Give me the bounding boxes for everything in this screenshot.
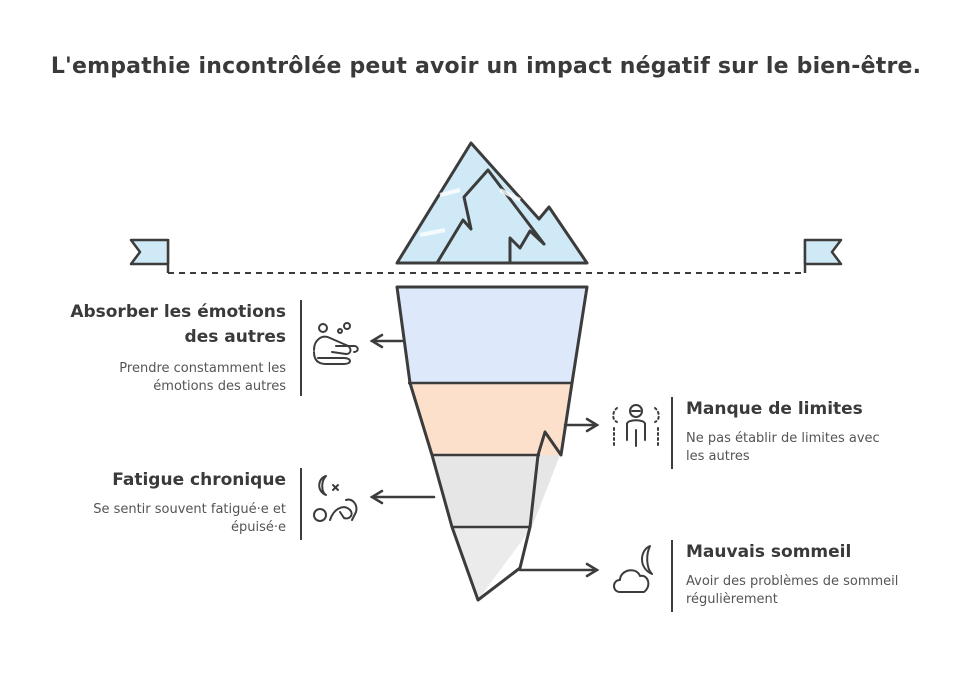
item-2-divider — [671, 397, 673, 469]
item-description-cont: épuisé·e — [230, 520, 286, 535]
cloud-moon-icon — [613, 545, 653, 593]
arrow-3 — [369, 489, 436, 505]
iceberg-tip — [395, 141, 589, 265]
right-flag-icon — [803, 238, 843, 273]
page-title: L'empathie incontrôlée peut avoir un imp… — [50, 54, 922, 79]
item-description-cont: émotions des autres — [153, 379, 286, 394]
item-description-cont: les autres — [686, 449, 750, 464]
item-description: Ne pas établir de limites avec — [686, 431, 880, 446]
item-3-divider — [300, 468, 302, 540]
item-absorber: Absorber les émotions des autres Prendre… — [20, 300, 286, 396]
hands-washing-icon — [313, 322, 359, 365]
layer-1 — [397, 287, 587, 383]
people-boundary-icon — [612, 404, 660, 447]
tired-person-icon — [313, 475, 358, 522]
layer-3 — [432, 455, 560, 527]
item-description: Avoir des problèmes de sommeil — [686, 574, 899, 589]
arrow-1 — [369, 333, 404, 349]
item-1-divider — [300, 300, 302, 396]
arrow-4 — [518, 562, 600, 578]
item-description: Prendre constamment les — [119, 361, 286, 376]
arrow-2 — [563, 417, 600, 433]
item-4-divider — [671, 540, 673, 612]
item-description: Se sentir souvent fatigué·e et — [93, 502, 286, 517]
item-heading: Absorber les émotions — [70, 302, 286, 322]
item-description-cont: régulièrement — [686, 592, 778, 607]
item-heading-cont: des autres — [184, 327, 286, 347]
item-heading: Manque de limites — [686, 399, 863, 419]
layer-2 — [410, 383, 572, 455]
item-heading: Mauvais sommeil — [686, 542, 852, 562]
item-manque-limites: Manque de limites Ne pas établir de limi… — [686, 397, 956, 466]
item-fatigue: Fatigue chronique Se sentir souvent fati… — [20, 468, 286, 537]
item-heading: Fatigue chronique — [112, 470, 286, 490]
item-mauvais-sommeil: Mauvais sommeil Avoir des problèmes de s… — [686, 540, 956, 609]
left-flag-icon — [129, 238, 170, 273]
